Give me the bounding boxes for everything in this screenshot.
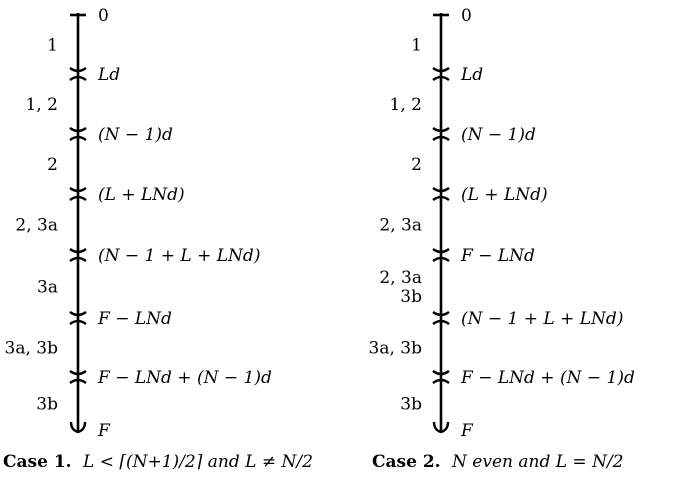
point-labels: 0Ld (N − 1)d (L + LNd) (N − 1 + L + LNd) F −…	[97, 6, 272, 441]
point-label: Ld	[460, 65, 483, 85]
point-label: (N − 1)d	[461, 125, 536, 145]
cut-tick	[432, 370, 450, 384]
point-label: 0	[98, 6, 109, 26]
segment-label: 3b	[400, 395, 422, 415]
segment-label: 2	[47, 155, 58, 175]
caption-text: L < ⌈(N+1)/2⌉ and L ≠ N/2	[82, 452, 313, 472]
point-label: F	[460, 421, 474, 441]
tick-marks	[69, 13, 87, 434]
point-label: (N − 1)d	[98, 125, 173, 145]
point-label: (L + LNd)	[461, 185, 548, 205]
segment-label: 1	[47, 36, 58, 56]
point-label: Ld	[97, 65, 120, 85]
segment-label: 1, 2	[390, 95, 422, 115]
point-label: (L + LNd)	[98, 185, 185, 205]
segment-label: 2, 3a	[379, 268, 422, 288]
cut-tick	[69, 127, 87, 141]
caption-head: Case 1.	[3, 452, 72, 472]
point-label: F − LNd + (N − 1)d	[460, 368, 635, 388]
end-arrow	[69, 421, 87, 434]
segment-label: 2, 3a	[379, 216, 422, 236]
panel-case-2: 0Ld (N − 1)d (L + LNd) F − LNd (N − 1 + L + …	[369, 6, 635, 472]
segment-label: 3a	[37, 278, 58, 298]
point-labels: 0Ld (N − 1)d (L + LNd) F − LNd (N − 1 + L + …	[460, 6, 635, 441]
panel-case-1: 0Ld (N − 1)d (L + LNd) (N − 1 + L + LNd) F −…	[3, 6, 313, 472]
tick-marks	[432, 13, 450, 434]
segment-label: 2, 3a	[15, 216, 58, 236]
cut-tick	[69, 248, 87, 262]
point-label: (N − 1 + L + LNd)	[461, 309, 623, 329]
cut-tick	[69, 67, 87, 81]
cut-tick	[432, 187, 450, 201]
cut-tick	[69, 311, 87, 325]
segment-label: 3b	[400, 287, 422, 307]
segment-labels: 1 1, 2 2 2, 3a 3a 3a, 3b 3b	[5, 36, 59, 415]
segment-label: 1, 2	[26, 95, 58, 115]
segment-label: 3a, 3b	[5, 339, 59, 359]
caption-text: N even and L = N/2	[451, 452, 624, 472]
point-label: F − LNd	[460, 246, 535, 266]
cut-tick	[69, 187, 87, 201]
point-label: F	[97, 421, 111, 441]
cut-tick	[432, 248, 450, 262]
segment-label: 3b	[36, 395, 58, 415]
segment-label: 3a, 3b	[369, 339, 423, 359]
end-arrow	[432, 421, 450, 434]
cut-tick	[432, 67, 450, 81]
point-label: (N − 1 + L + LNd)	[98, 246, 260, 266]
cut-tick	[69, 370, 87, 384]
point-label: F − LNd + (N − 1)d	[97, 368, 272, 388]
point-label: 0	[461, 6, 472, 26]
cut-tick	[432, 311, 450, 325]
caption-case-1: Case 1. L < ⌈(N+1)/2⌉ and L ≠ N/2	[3, 452, 313, 472]
caption-case-2: Case 2. N even and L = N/2	[372, 452, 624, 472]
segment-label: 1	[411, 36, 422, 56]
caption-head: Case 2.	[372, 452, 441, 472]
cut-tick	[432, 127, 450, 141]
segment-label: 2	[411, 155, 422, 175]
point-label: F − LNd	[97, 309, 172, 329]
